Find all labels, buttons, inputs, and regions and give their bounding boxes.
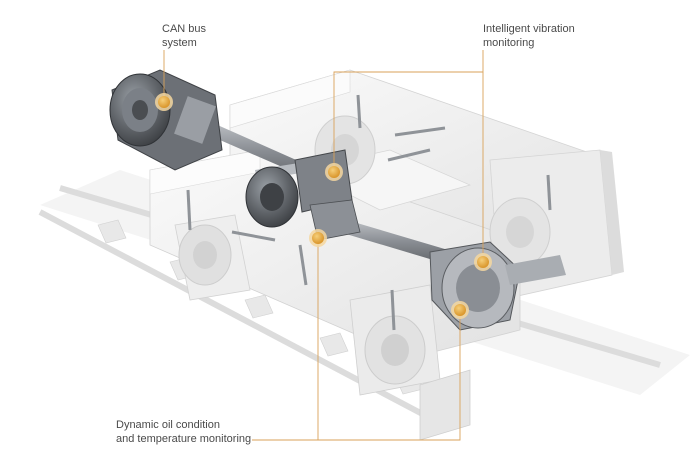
sensor-markers (155, 93, 492, 319)
callout-oil-line1: Dynamic oil condition (116, 419, 220, 431)
sensor-marker-icon (309, 229, 327, 247)
sensor-marker-icon (155, 93, 173, 111)
axle-drive-right (429, 241, 566, 331)
callout-vibration-line1: Intelligent vibration (483, 23, 575, 35)
callout-vibration-line2: monitoring (483, 37, 535, 49)
callout-can-bus-line2: system (162, 37, 197, 49)
sensor-marker-icon (451, 301, 469, 319)
callout-can-bus: CAN bus system (162, 22, 206, 50)
leader-lines (163, 50, 484, 441)
sensor-marker-icon (325, 163, 343, 181)
bogie-frame (149, 69, 624, 441)
leader-oil-2 (318, 310, 461, 441)
dampers (186, 94, 552, 331)
callout-oil: Dynamic oil condition and temperature mo… (116, 418, 251, 446)
motor-gearbox (109, 69, 223, 171)
callout-can-bus-line1: CAN bus (162, 23, 207, 35)
drivetrain (109, 69, 566, 331)
leader-vibration-1 (333, 50, 484, 168)
sensor-marker-icon (474, 253, 492, 271)
callout-vibration: Intelligent vibration monitoring (483, 22, 575, 50)
callout-oil-line2: and temperature monitoring (116, 433, 252, 445)
central-gearbox (245, 149, 361, 241)
